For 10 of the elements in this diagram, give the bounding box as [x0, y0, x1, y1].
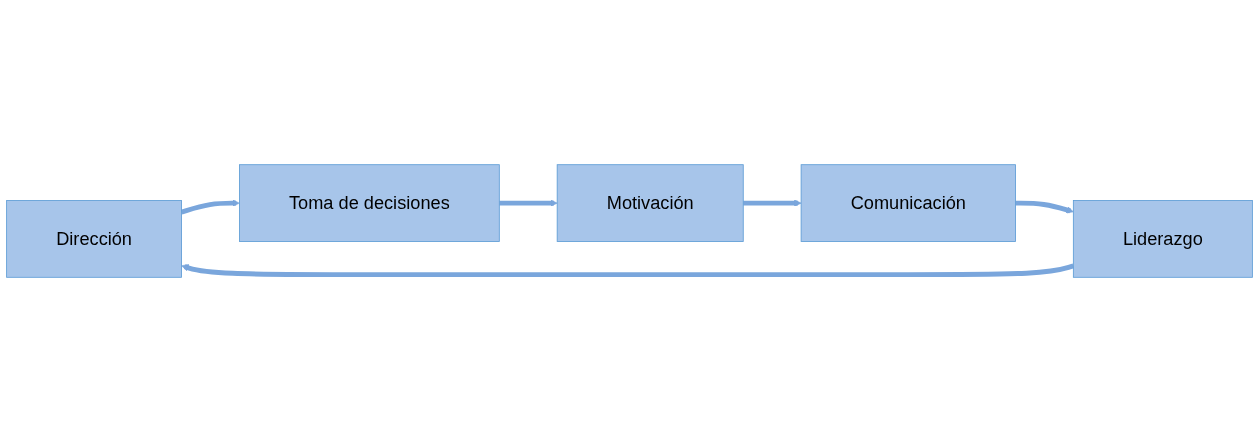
arrow	[743, 199, 802, 207]
arrow	[1015, 200, 1074, 214]
arrow	[180, 199, 240, 215]
node-box: Toma de decisiones	[239, 164, 500, 242]
node-box: Liderazgo	[1072, 200, 1253, 278]
node-box: Comunicación	[800, 164, 1016, 242]
node-box: Dirección	[6, 200, 182, 278]
node-box: Motivación	[556, 164, 744, 242]
arrow	[181, 263, 1075, 278]
arrow	[499, 199, 558, 207]
